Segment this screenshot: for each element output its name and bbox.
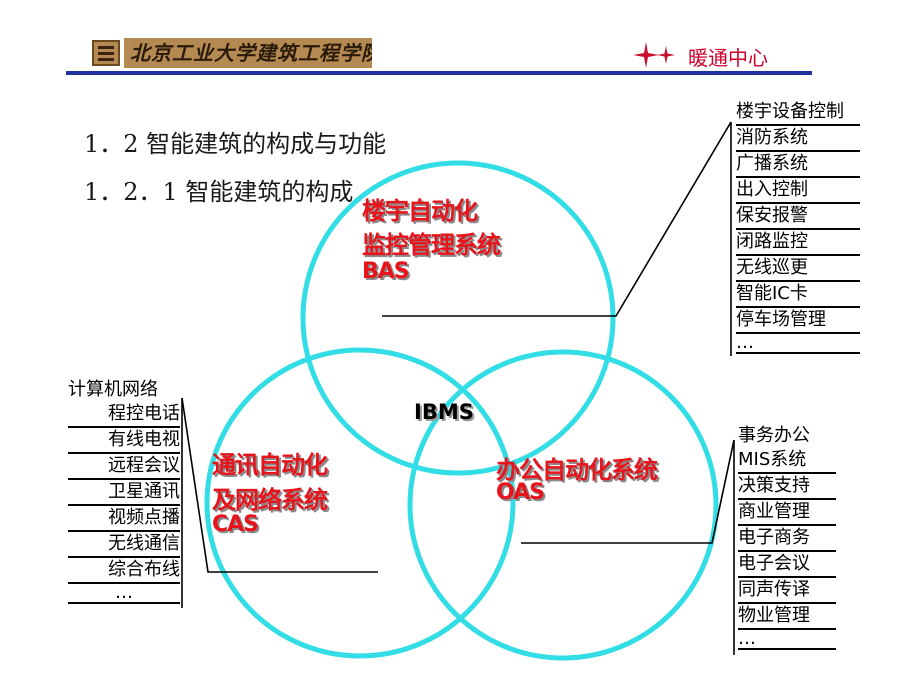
list-rule — [736, 150, 860, 152]
list-rule — [736, 332, 860, 334]
bas-label-abbr: BAS — [362, 259, 410, 284]
list-item: 消防系统 — [736, 127, 808, 148]
list-item: … — [115, 582, 133, 603]
list-item: 计算机网络 — [68, 379, 158, 400]
list-item: 有线电视 — [108, 429, 180, 450]
list-rule — [738, 576, 836, 578]
cas-label-line1: 通讯自动化 — [212, 451, 328, 479]
oas-label-line1: 办公自动化系统 — [496, 456, 658, 484]
list-rule — [738, 524, 836, 526]
list-rule — [736, 202, 860, 204]
school-logo-icon — [92, 40, 120, 66]
list-item: 电子商务 — [738, 527, 810, 548]
list-item: 综合布线 — [108, 559, 180, 580]
list-rule — [68, 452, 180, 454]
list-item: 无线巡更 — [736, 257, 808, 278]
list-rule — [738, 498, 836, 500]
list-item: 卫星通讯 — [108, 481, 180, 502]
bas-label-line1: 楼宇自动化 — [362, 197, 478, 225]
ibms-label: IBMS — [414, 400, 474, 424]
bas-label-line2: 监控管理系统 — [362, 231, 501, 259]
list-rule — [68, 504, 180, 506]
cas-label-line2: 及网络系统 — [212, 486, 328, 514]
bas-subsystem-list: 楼宇设备控制 消防系统 广播系统 出入控制 保安报警 闭路监控 无线巡更 智能I… — [736, 100, 860, 354]
oas-connector-line — [521, 439, 735, 544]
list-rule — [68, 556, 180, 558]
list-item: 程控电话 — [108, 403, 180, 424]
cas-circle — [204, 347, 516, 659]
list-rule — [738, 628, 836, 630]
school-name: 北京工业大学建筑工程学院 — [124, 38, 372, 68]
cas-label-abbr: CAS — [212, 512, 259, 537]
list-item: 事务办公 — [738, 425, 810, 446]
bas-circle — [300, 160, 616, 476]
list-item: 商业管理 — [738, 501, 810, 522]
subsection-heading: 1．2．1 智能建筑的构成 — [84, 178, 354, 206]
list-item: 同声传译 — [738, 579, 810, 600]
list-rule — [736, 176, 860, 178]
list-item: 智能IC卡 — [736, 283, 808, 304]
list-rule — [68, 582, 180, 584]
list-rule — [738, 550, 836, 552]
oas-circle — [407, 349, 719, 661]
cas-subsystem-list: 计算机网络 程控电话 有线电视 远程会议 卫星通讯 视频点播 无线通信 综合布线… — [68, 378, 180, 604]
list-item: 视频点播 — [108, 507, 180, 528]
oas-label-abbr: OAS — [496, 480, 545, 505]
sparkle-star-icon — [633, 42, 675, 68]
list-rule — [736, 228, 860, 230]
oas-subsystem-list: 事务办公 MIS系统 决策支持 商业管理 电子商务 电子会议 同声传译 物业管理… — [738, 424, 836, 650]
list-item: 无线通信 — [108, 533, 180, 554]
list-rule — [736, 352, 860, 354]
list-rule — [736, 280, 860, 282]
list-item: 决策支持 — [738, 475, 810, 496]
list-item: 保安报警 — [736, 205, 808, 226]
list-rule — [68, 478, 180, 480]
list-item: … — [738, 628, 756, 649]
bas-connector-line — [382, 121, 732, 317]
list-item: 楼宇设备控制 — [736, 101, 844, 122]
list-rule — [738, 648, 836, 650]
list-item: 出入控制 — [736, 179, 808, 200]
list-item: 物业管理 — [738, 605, 810, 626]
list-rule — [736, 254, 860, 256]
section-heading: 1．2 智能建筑的构成与功能 — [84, 130, 387, 158]
list-item: 电子会议 — [738, 553, 810, 574]
list-item: 广播系统 — [736, 153, 808, 174]
list-item: MIS系统 — [738, 449, 807, 470]
list-rule — [68, 530, 180, 532]
list-item: 闭路监控 — [736, 231, 808, 252]
header-divider — [66, 71, 812, 75]
list-item: … — [736, 332, 754, 353]
list-rule — [736, 124, 860, 126]
list-item: 停车场管理 — [736, 309, 826, 330]
list-rule — [68, 602, 180, 604]
list-rule — [736, 306, 860, 308]
cas-connector-line — [181, 397, 378, 573]
list-rule — [68, 426, 180, 428]
list-rule — [738, 602, 836, 604]
center-name: 暖通中心 — [688, 46, 768, 70]
list-item: 远程会议 — [108, 455, 180, 476]
list-rule — [738, 472, 836, 474]
